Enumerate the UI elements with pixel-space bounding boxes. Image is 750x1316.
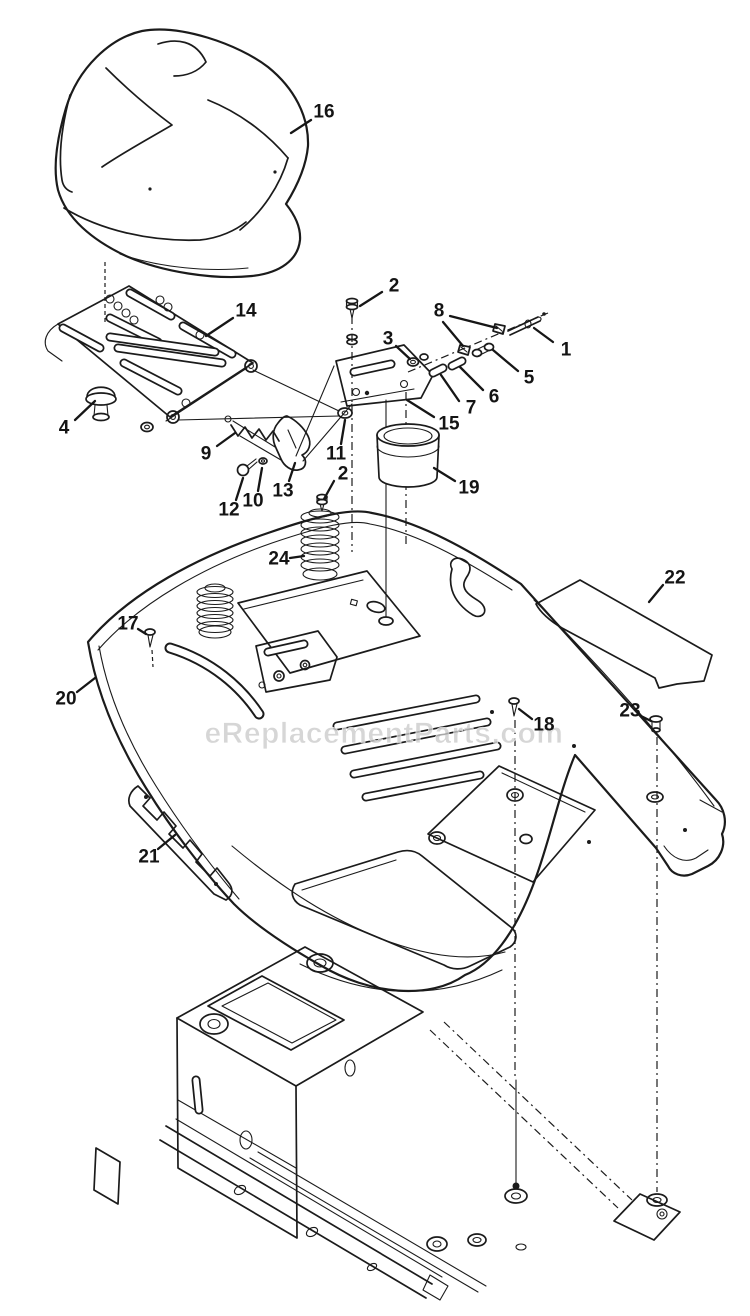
callout-label: 14	[235, 301, 257, 322]
callout-label: 12	[218, 500, 239, 521]
callout-2: 2	[358, 276, 400, 308]
callout-label: 9	[201, 444, 212, 465]
fender-pad-drawing	[535, 579, 713, 689]
frame-chassis-drawing	[93, 946, 681, 1301]
callout-label: 20	[55, 689, 76, 710]
callout-leader-line	[322, 479, 336, 501]
callout-leader-line	[339, 418, 347, 446]
callout-9: 9	[201, 431, 237, 465]
callout-label: 11	[326, 444, 347, 465]
callout-leader-line	[491, 348, 520, 373]
callout-leader-line	[234, 476, 245, 502]
callout-leader-line	[439, 373, 461, 403]
callout-7: 7	[439, 373, 477, 419]
callout-label: 8	[434, 301, 445, 322]
callout-6: 6	[458, 365, 500, 408]
callout-13: 13	[272, 461, 297, 502]
seat-cushion-drawing	[54, 28, 310, 322]
callout-17: 17	[117, 614, 148, 636]
callout-label: 22	[664, 568, 685, 589]
callout-leader-line	[358, 290, 384, 308]
callout-leader-line	[75, 676, 97, 694]
callout-leader-line	[136, 627, 148, 636]
callout-label: 2	[389, 276, 400, 297]
callout-22: 22	[647, 568, 686, 604]
callout-21: 21	[138, 833, 177, 868]
callout-leader-line	[647, 583, 665, 604]
step-strip-drawing	[128, 785, 233, 901]
callout-label: 21	[138, 847, 160, 868]
callout-8: 8	[434, 301, 499, 348]
callout-leader-line	[73, 399, 97, 422]
callout-19: 19	[432, 466, 480, 499]
callout-label: 13	[272, 481, 293, 502]
callout-leader-line	[639, 714, 653, 723]
callout-leader-line	[432, 466, 457, 483]
callout-leader-line	[394, 344, 412, 361]
callout-11: 11	[326, 418, 347, 465]
callout-18: 18	[517, 707, 555, 736]
callout-15: 15	[405, 398, 460, 435]
callout-label: 6	[489, 387, 500, 408]
callout-label: 16	[313, 102, 334, 123]
callout-label: 24	[268, 549, 290, 570]
callout-2: 2	[322, 464, 349, 501]
callout-3: 3	[383, 329, 412, 361]
callout-leader-line	[288, 554, 306, 560]
callout-leader-line	[405, 398, 436, 419]
callout-label: 15	[438, 414, 460, 435]
hinge-bracket-and-rod-drawing	[295, 297, 549, 552]
callout-10: 10	[242, 466, 264, 512]
callout-leader-line	[289, 118, 313, 135]
callout-12: 12	[218, 476, 245, 521]
callout-label: 17	[117, 614, 138, 635]
seat-mount-plate-drawing	[44, 285, 340, 433]
callout-label: 3	[383, 329, 394, 350]
callout-20: 20	[55, 676, 97, 710]
callout-leader-line	[287, 461, 297, 483]
callout-4: 4	[59, 399, 97, 439]
callout-1: 1	[532, 326, 572, 361]
callout-label: 7	[466, 398, 477, 419]
cup-holder-drawing	[376, 392, 440, 618]
callout-leader-line	[156, 833, 177, 851]
callout-label: 4	[59, 418, 70, 439]
spring-left	[196, 583, 234, 639]
callout-14: 14	[204, 301, 257, 338]
callout-leader-line	[532, 326, 555, 344]
callout-23: 23	[619, 701, 653, 723]
callout-label: 5	[524, 368, 535, 389]
callout-label: 18	[533, 715, 554, 736]
callout-leader-line	[448, 314, 499, 330]
callout-leader-line	[517, 707, 534, 721]
callout-leader-line	[256, 466, 264, 493]
callout-16: 16	[289, 102, 335, 135]
seat-adjust-knob-drawing	[85, 386, 117, 422]
callout-leader-line	[215, 431, 237, 448]
watermark-text: eReplacementParts.com	[205, 717, 564, 750]
callout-leader-line	[204, 316, 235, 338]
callout-leader-line	[458, 365, 485, 392]
callout-label: 10	[242, 491, 263, 512]
callout-label: 2	[338, 464, 349, 485]
callout-label: 1	[561, 340, 572, 361]
callout-label: 19	[458, 478, 479, 499]
callout-5: 5	[491, 348, 535, 389]
fender-deck-drawing	[86, 493, 726, 1192]
callout-leader-line	[441, 320, 465, 348]
callout-24: 24	[268, 549, 306, 570]
callout-label: 23	[619, 701, 640, 722]
